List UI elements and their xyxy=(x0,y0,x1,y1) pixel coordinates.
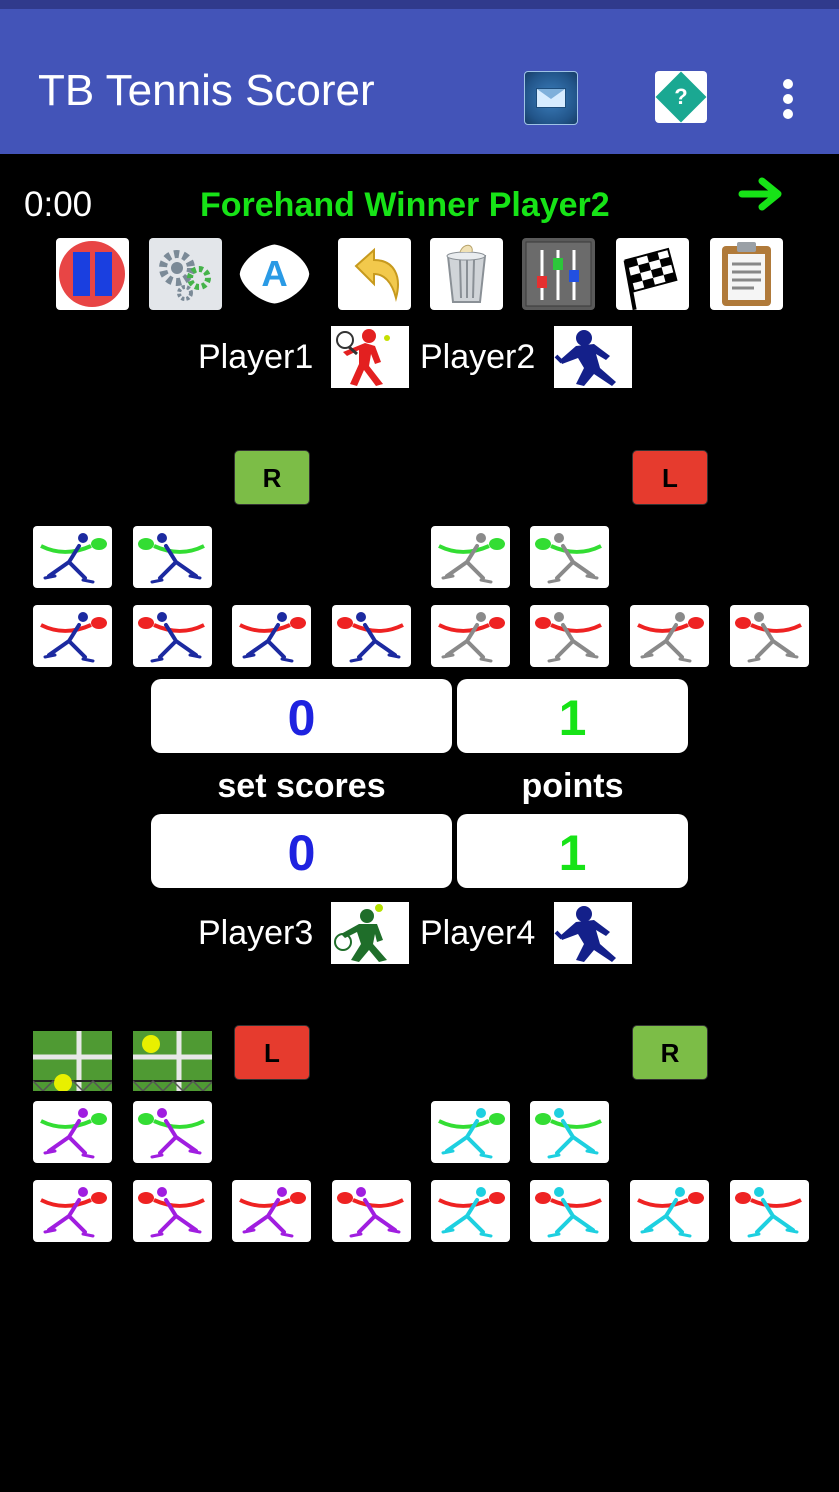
player4-avatar-icon[interactable] xyxy=(554,902,632,964)
player3-backhand-winner-button[interactable] xyxy=(133,1101,212,1163)
player2-backhand-forced-error-button[interactable] xyxy=(730,605,809,667)
player2-forehand-error-button[interactable] xyxy=(431,605,510,667)
last-point-message: Forehand Winner Player2 xyxy=(200,186,610,224)
serve-position-deuce-icon[interactable] xyxy=(33,1031,112,1091)
player4-forehand-forced-error-button[interactable] xyxy=(630,1180,709,1242)
set-scores-label: set scores xyxy=(217,767,386,805)
team1-points-score: 1 xyxy=(457,679,688,753)
system-status-bar xyxy=(0,0,839,9)
player4-backhand-forced-error-button[interactable] xyxy=(730,1180,809,1242)
player2-avatar-icon[interactable] xyxy=(554,326,632,388)
svg-text:A: A xyxy=(261,253,287,294)
player3-side-badge: L xyxy=(234,1025,310,1080)
undo-icon[interactable] xyxy=(338,238,411,310)
player1-forehand-error-button[interactable] xyxy=(33,605,112,667)
team1-set-score: 0 xyxy=(151,679,452,753)
player3-forehand-winner-button[interactable] xyxy=(33,1101,112,1163)
team2-points-score: 1 xyxy=(457,814,688,888)
player2-forehand-forced-error-button[interactable] xyxy=(630,605,709,667)
team2-set-score: 0 xyxy=(151,814,452,888)
player4-side-badge: R xyxy=(632,1025,708,1080)
settings-icon[interactable] xyxy=(149,238,222,310)
trash-icon[interactable] xyxy=(430,238,503,310)
app-bar: TB Tennis Scorer ? xyxy=(0,9,839,154)
app-title: TB Tennis Scorer xyxy=(38,66,375,115)
player2-forehand-winner-button[interactable] xyxy=(431,526,510,588)
player3-forehand-error-button[interactable] xyxy=(33,1180,112,1242)
player2-name[interactable]: Player2 xyxy=(420,338,536,376)
player3-avatar-icon[interactable] xyxy=(331,902,409,964)
serve-position-ad-icon[interactable] xyxy=(133,1031,212,1091)
overflow-menu-icon[interactable] xyxy=(779,79,797,119)
next-arrow-icon[interactable] xyxy=(738,176,784,212)
player1-forehand-winner-button[interactable] xyxy=(33,526,112,588)
player4-backhand-error-button[interactable] xyxy=(530,1180,609,1242)
player1-avatar-icon[interactable] xyxy=(331,326,409,388)
player1-backhand-winner-button[interactable] xyxy=(133,526,212,588)
player3-backhand-forced-error-button[interactable] xyxy=(332,1180,411,1242)
help-icon[interactable]: ? xyxy=(655,71,707,123)
player1-side-badge: R xyxy=(234,450,310,505)
player1-backhand-forced-error-button[interactable] xyxy=(332,605,411,667)
player4-forehand-winner-button[interactable] xyxy=(431,1101,510,1163)
mail-icon[interactable] xyxy=(524,71,578,125)
points-label: points xyxy=(521,767,624,805)
auto-icon[interactable]: A xyxy=(238,238,322,310)
pause-icon[interactable] xyxy=(56,238,129,310)
player2-backhand-winner-button[interactable] xyxy=(530,526,609,588)
checkered-flag-icon[interactable] xyxy=(616,238,689,310)
player2-backhand-error-button[interactable] xyxy=(530,605,609,667)
match-timer: 0:00 xyxy=(24,185,93,224)
player1-backhand-error-button[interactable] xyxy=(133,605,212,667)
player3-forehand-forced-error-button[interactable] xyxy=(232,1180,311,1242)
player4-backhand-winner-button[interactable] xyxy=(530,1101,609,1163)
player4-forehand-error-button[interactable] xyxy=(431,1180,510,1242)
player4-name[interactable]: Player4 xyxy=(420,914,536,952)
player3-name[interactable]: Player3 xyxy=(198,914,314,952)
mixer-icon[interactable] xyxy=(522,238,595,310)
player1-name[interactable]: Player1 xyxy=(198,338,314,376)
clipboard-icon[interactable] xyxy=(710,238,783,310)
player3-backhand-error-button[interactable] xyxy=(133,1180,212,1242)
player2-side-badge: L xyxy=(632,450,708,505)
player1-forehand-forced-error-button[interactable] xyxy=(232,605,311,667)
